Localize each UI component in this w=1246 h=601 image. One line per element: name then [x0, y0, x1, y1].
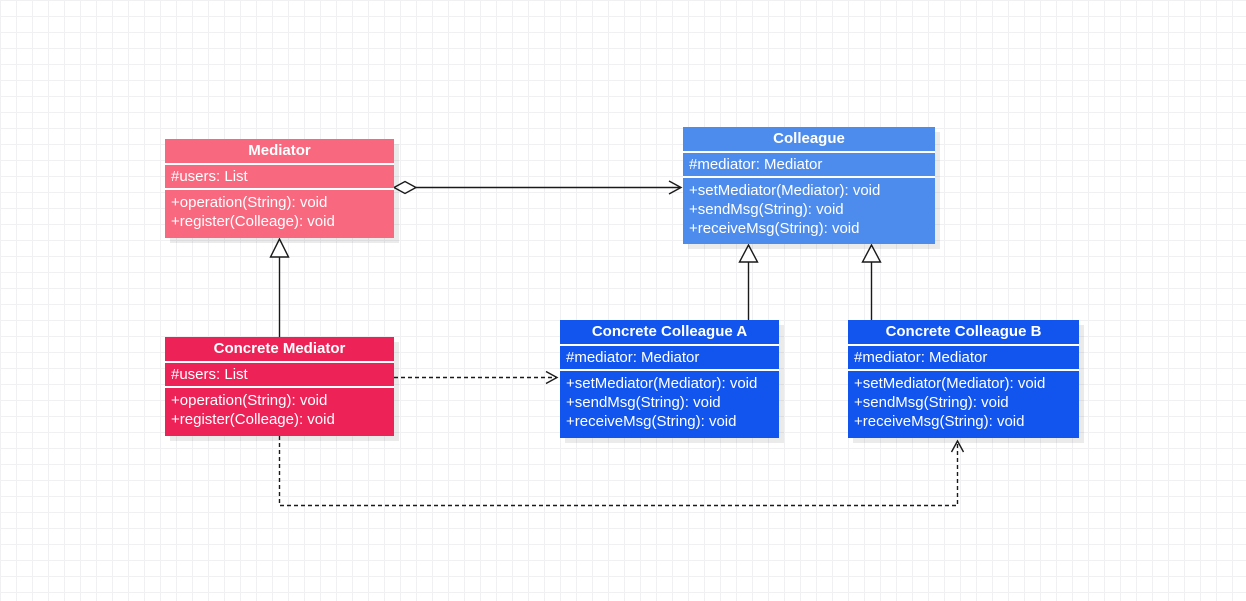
edge-inheritance-concrete-colleague-b-colleague[interactable] — [861, 243, 882, 320]
class-concrete-colleague-b[interactable]: Concrete Colleague B #mediator: Mediator… — [848, 320, 1079, 438]
method: +setMediator(Mediator): void — [854, 375, 1046, 392]
class-methods: +operation(String): void +register(Colle… — [165, 190, 394, 238]
attribute: #users: List — [171, 168, 248, 185]
method: +sendMsg(String): void — [566, 394, 721, 411]
edge-inheritance-concrete-colleague-a-colleague[interactable] — [738, 243, 759, 320]
class-methods: +setMediator(Mediator): void +sendMsg(St… — [560, 371, 779, 438]
attribute: #mediator: Mediator — [854, 349, 988, 366]
method: +operation(String): void — [171, 392, 328, 409]
method: +register(Colleage): void — [171, 411, 335, 428]
class-attributes: #mediator: Mediator — [683, 153, 935, 178]
class-title: Mediator — [165, 139, 394, 165]
method: +setMediator(Mediator): void — [566, 375, 758, 392]
attribute: #mediator: Mediator — [566, 349, 700, 366]
method: +register(Colleage): void — [171, 213, 335, 230]
method: +operation(String): void — [171, 194, 328, 211]
class-methods: +setMediator(Mediator): void +sendMsg(St… — [848, 371, 1079, 438]
arrowhead-icon — [950, 439, 965, 453]
inheritance-triangle-icon — [861, 243, 882, 263]
arrowhead-icon — [668, 180, 683, 195]
edge-dependency-concrete-mediator-concrete-colleague-a[interactable] — [394, 370, 559, 385]
inheritance-triangle-icon — [269, 237, 290, 258]
class-attributes: #mediator: Mediator — [848, 346, 1079, 371]
method: +sendMsg(String): void — [689, 201, 844, 218]
method: +receiveMsg(String): void — [854, 413, 1025, 430]
class-attributes: #users: List — [165, 165, 394, 190]
class-mediator[interactable]: Mediator #users: List +operation(String)… — [165, 139, 394, 238]
class-attributes: #mediator: Mediator — [560, 346, 779, 371]
edge-dependency-concrete-mediator-concrete-colleague-b[interactable] — [278, 436, 965, 507]
aggregation-diamond-icon — [392, 180, 418, 195]
method: +receiveMsg(String): void — [689, 220, 860, 237]
method: +setMediator(Mediator): void — [689, 182, 881, 199]
class-title: Colleague — [683, 127, 935, 153]
class-methods: +setMediator(Mediator): void +sendMsg(St… — [683, 178, 935, 244]
class-attributes: #users: List — [165, 363, 394, 388]
method: +sendMsg(String): void — [854, 394, 1009, 411]
class-title: Concrete Colleague B — [848, 320, 1079, 346]
class-title: Concrete Colleague A — [560, 320, 779, 346]
inheritance-triangle-icon — [738, 243, 759, 263]
class-concrete-colleague-a[interactable]: Concrete Colleague A #mediator: Mediator… — [560, 320, 779, 438]
class-colleague[interactable]: Colleague #mediator: Mediator +setMediat… — [683, 127, 935, 244]
edge-inheritance-concrete-mediator-mediator[interactable] — [269, 237, 290, 337]
attribute: #mediator: Mediator — [689, 156, 823, 173]
edge-aggregation-mediator-colleague[interactable] — [392, 180, 683, 195]
class-concrete-mediator[interactable]: Concrete Mediator #users: List +operatio… — [165, 337, 394, 436]
class-methods: +operation(String): void +register(Colle… — [165, 388, 394, 436]
method: +receiveMsg(String): void — [566, 413, 737, 430]
arrowhead-icon — [545, 370, 559, 385]
attribute: #users: List — [171, 366, 248, 383]
class-title: Concrete Mediator — [165, 337, 394, 363]
